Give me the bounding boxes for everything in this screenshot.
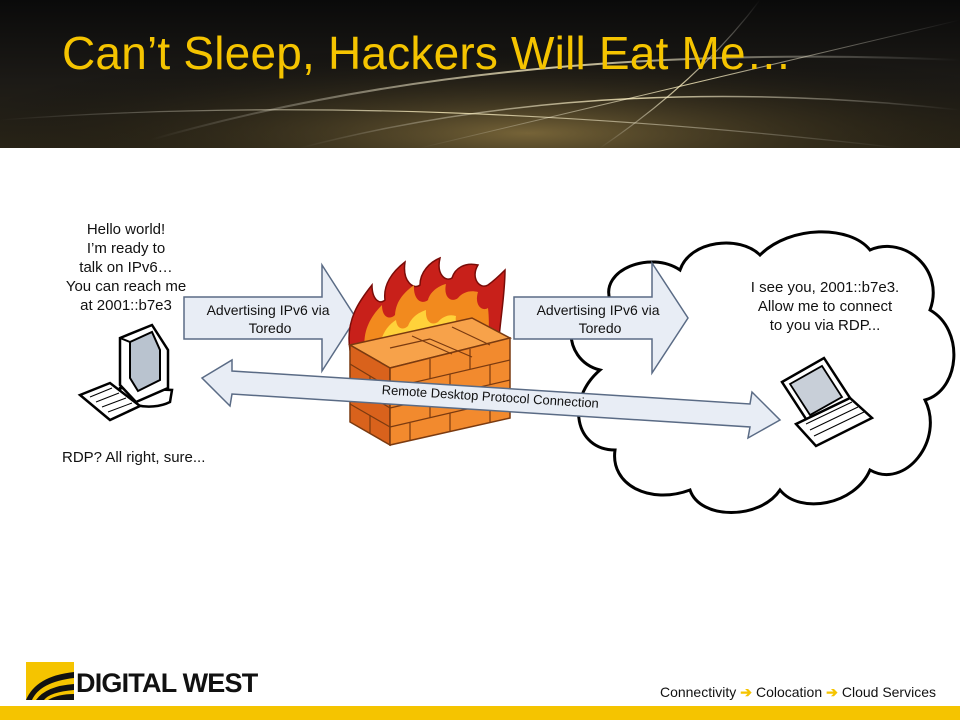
service-colocation: Colocation <box>755 684 823 700</box>
services-tagline: Connectivity➔Colocation➔Cloud Services <box>660 684 936 701</box>
advertise-arrow-left <box>183 262 357 374</box>
digital-west-logo-icon <box>26 662 74 700</box>
laptop-icon <box>780 356 875 448</box>
advertise-arrow-right <box>513 260 689 376</box>
attacker-message-text: I see you, 2001::b7e3. Allow me to conne… <box>750 279 900 334</box>
network-diagram: Advertising IPv6 via Toredo Advertising … <box>77 230 956 514</box>
slide-title: Can’t Sleep, Hackers Will Eat Me… <box>62 27 793 79</box>
client-announcement-text: Hello world! I’m ready to talk on IPv6… … <box>65 221 187 314</box>
footer-accent-bar <box>0 706 960 720</box>
service-cloud: Cloud Services <box>841 684 936 700</box>
client-response-text: RDP? All right, sure... <box>62 449 206 466</box>
advertise-right-label: Advertising IPv6 via Toredo <box>537 302 664 336</box>
arrow-right-icon: ➔ <box>740 684 752 700</box>
rdp-connection-arrow <box>200 358 782 440</box>
light-streaks-decoration <box>0 0 960 148</box>
internet-cloud <box>569 230 956 514</box>
service-connectivity: Connectivity <box>659 684 737 700</box>
desktop-computer-icon <box>77 323 174 422</box>
arrow-right-icon: ➔ <box>826 684 838 700</box>
slide-header: Can’t Sleep, Hackers Will Eat Me… <box>0 0 960 148</box>
brand-name: DIGITAL WEST <box>76 668 258 698</box>
advertise-left-label: Advertising IPv6 via Toredo <box>207 302 334 336</box>
